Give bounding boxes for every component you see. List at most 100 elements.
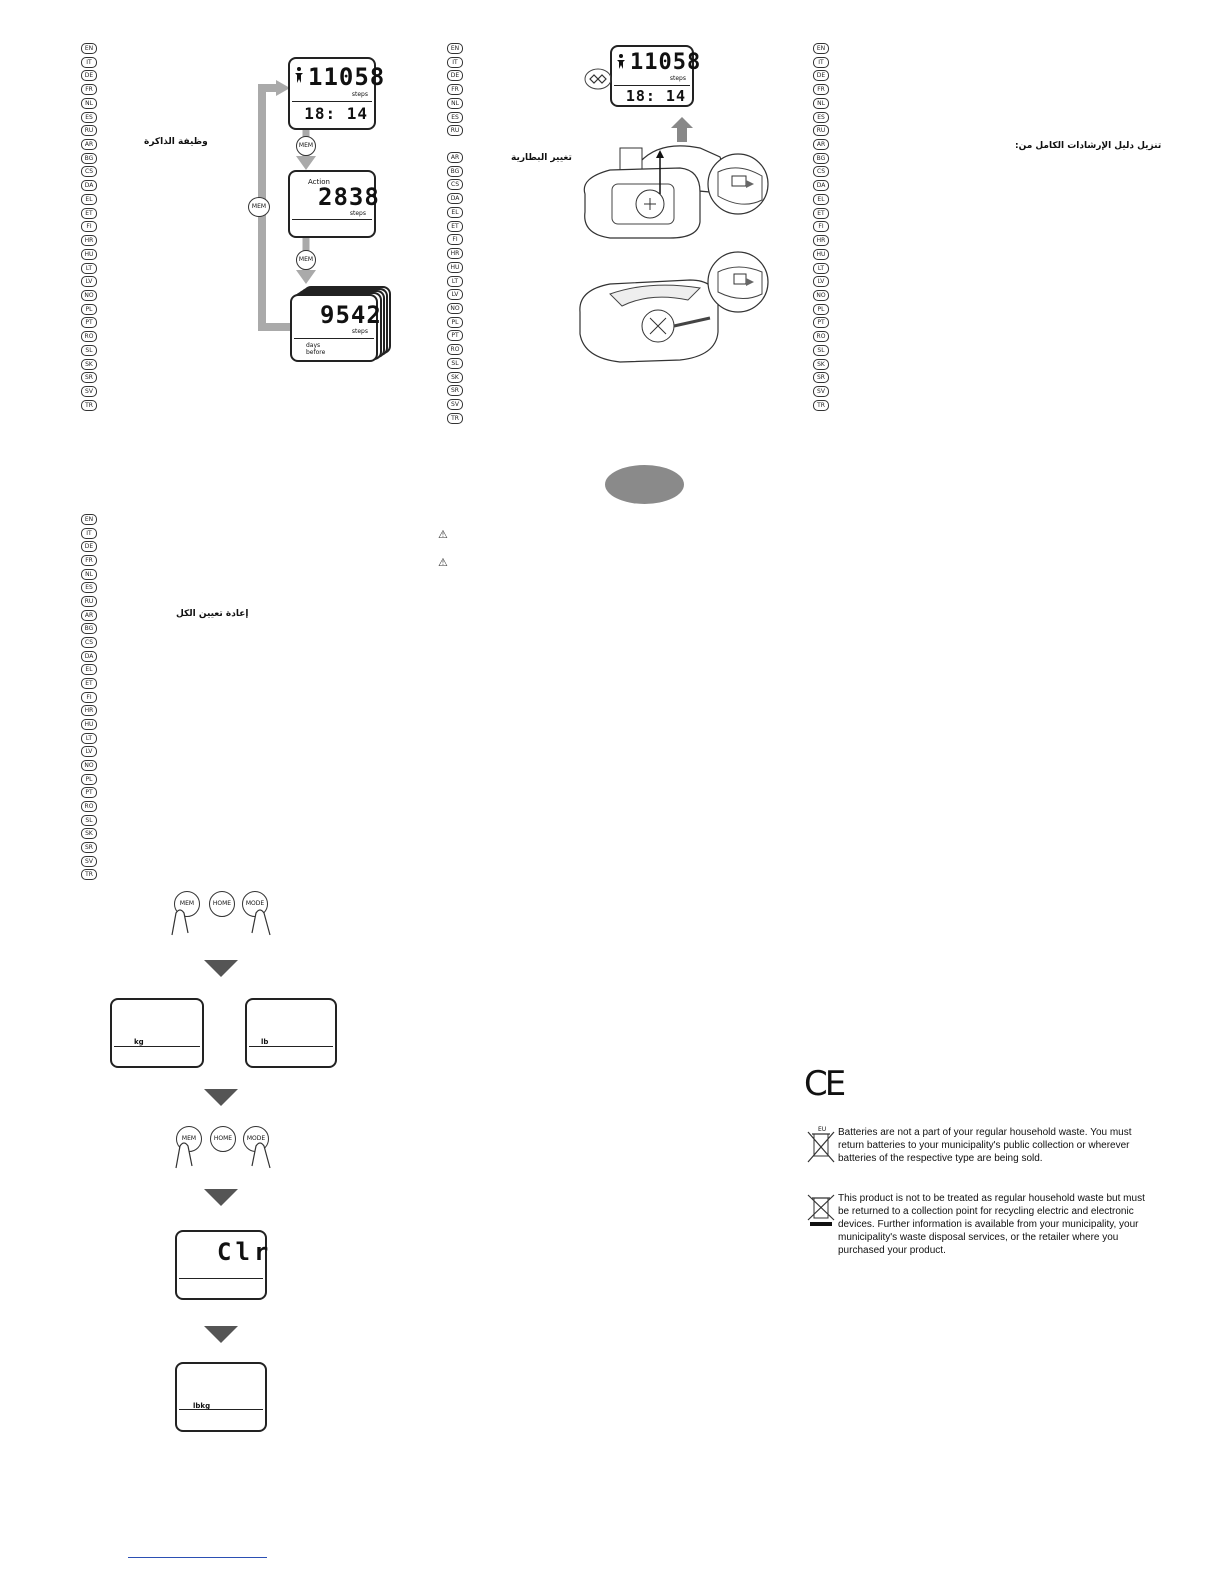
battery-heading-ar: تغيير البطارية [511, 153, 572, 163]
batteries-disposal-text: Batteries are not a part of your regular… [838, 1127, 1132, 1164]
finger-press-icon [171, 909, 189, 936]
home-button[interactable]: HOME [210, 1126, 236, 1152]
language-code-tr: TR [81, 869, 97, 881]
language-code-ru: RU [81, 125, 97, 137]
mem-button-loop[interactable]: MEM [248, 197, 270, 217]
language-code-da: DA [81, 180, 97, 192]
final-unit-screen: lbkg [175, 1362, 267, 1432]
language-code-hu: HU [813, 248, 829, 260]
language-code-ar: AR [813, 139, 829, 151]
language-code-cs: CS [813, 166, 829, 178]
language-code-ru: RU [447, 125, 463, 137]
link-underline[interactable] [128, 1557, 267, 1558]
language-code-sv: SV [447, 399, 463, 410]
final-unit-label: lbkg [193, 1402, 211, 1410]
steps-unit: steps [351, 91, 368, 98]
steps-unit: steps [351, 328, 368, 335]
language-code-ro: RO [81, 801, 97, 813]
language-code-da: DA [447, 193, 463, 205]
language-code-et: ET [81, 678, 97, 690]
language-code-et: ET [81, 207, 97, 219]
language-code-hu: HU [447, 261, 463, 273]
clock-time: 18: 14 [625, 87, 686, 105]
language-code-lv: LV [81, 276, 97, 288]
memory-screen-action: Action 2838 steps [288, 170, 379, 238]
language-code-es: ES [81, 582, 97, 594]
unit-screen-lb: lb [245, 998, 337, 1068]
screen-divider [179, 1278, 263, 1279]
low-battery-icon [584, 68, 612, 90]
steps-unit: steps [349, 210, 366, 217]
language-code-pl: PL [81, 773, 97, 785]
mem-button[interactable]: MEM [296, 136, 316, 156]
unit-screen-kg: kg [110, 998, 204, 1068]
product-disposal-text: This product is not to be treated as reg… [838, 1193, 1145, 1256]
language-code-fr: FR [447, 84, 463, 96]
language-code-es: ES [81, 111, 97, 123]
language-code-cs: CS [81, 637, 97, 649]
warning-icon: ⚠ [438, 529, 448, 541]
screen-divider [294, 338, 374, 339]
screen-divider [292, 101, 372, 102]
step-arrow-down [204, 1326, 238, 1343]
language-code-sv: SV [813, 386, 829, 397]
section-marker-oval [605, 465, 684, 504]
memory-screen-current: 11058 steps 18: 14 [288, 57, 384, 130]
finger-press-icon [175, 1142, 193, 1169]
language-code-hr: HR [81, 235, 97, 247]
language-code-sr: SR [81, 372, 97, 384]
clear-label: Clr [217, 1238, 273, 1266]
before-label: before [306, 349, 326, 356]
language-code-hr: HR [81, 705, 97, 717]
language-code-lv: LV [81, 746, 97, 758]
language-code-bg: BG [81, 152, 97, 164]
language-code-fr: FR [81, 84, 97, 96]
language-code-lt: LT [81, 732, 97, 744]
step-count: 11058 [630, 50, 702, 75]
language-code-nl: NL [81, 97, 97, 109]
language-code-sl: SL [813, 344, 829, 356]
step-arrow-down [204, 1189, 238, 1206]
language-code-lt: LT [447, 275, 463, 287]
language-code-no: NO [447, 302, 463, 314]
language-code-bg: BG [447, 165, 463, 177]
language-code-sk: SK [81, 358, 97, 370]
step-count: 11058 [308, 63, 386, 91]
memory-screen-history: 9542 steps days before [290, 294, 381, 362]
eu-label: EU [818, 1126, 827, 1133]
finger-press-icon [251, 1142, 271, 1169]
language-code-no: NO [813, 289, 829, 301]
language-code-cs: CS [81, 166, 97, 178]
screen-divider [249, 1046, 333, 1047]
mem-button[interactable]: MEM [296, 250, 316, 270]
language-code-ar: AR [447, 152, 463, 164]
language-code-sv: SV [81, 386, 97, 397]
language-code-tr: TR [813, 399, 829, 411]
language-code-pt: PT [81, 787, 97, 799]
download-heading-ar: تنزيل دليل الإرشادات الكامل من: [1015, 141, 1162, 151]
language-code-pl: PL [813, 303, 829, 315]
language-code-el: EL [81, 193, 97, 205]
language-code-sr: SR [813, 372, 829, 384]
language-code-sl: SL [81, 814, 97, 826]
language-code-en: EN [447, 43, 463, 54]
unit-lb-label: lb [261, 1038, 269, 1046]
language-code-nl: NL [813, 97, 829, 109]
language-code-sl: SL [81, 344, 97, 356]
language-code-sr: SR [447, 385, 463, 397]
language-code-lv: LV [447, 289, 463, 301]
language-code-et: ET [447, 220, 463, 232]
home-button[interactable]: HOME [209, 891, 235, 917]
screen-divider [114, 1046, 200, 1047]
language-code-hu: HU [81, 719, 97, 731]
language-code-sv: SV [81, 855, 97, 867]
language-code-lv: LV [813, 276, 829, 288]
language-code-nl: NL [81, 568, 97, 580]
crossed-bin-product-icon [807, 1194, 835, 1226]
steps-unit: steps [669, 75, 686, 82]
language-code-de: DE [81, 70, 97, 82]
language-code-da: DA [813, 180, 829, 192]
language-code-en: EN [81, 514, 97, 525]
days-label: days [306, 342, 321, 349]
walker-icon [295, 67, 303, 83]
